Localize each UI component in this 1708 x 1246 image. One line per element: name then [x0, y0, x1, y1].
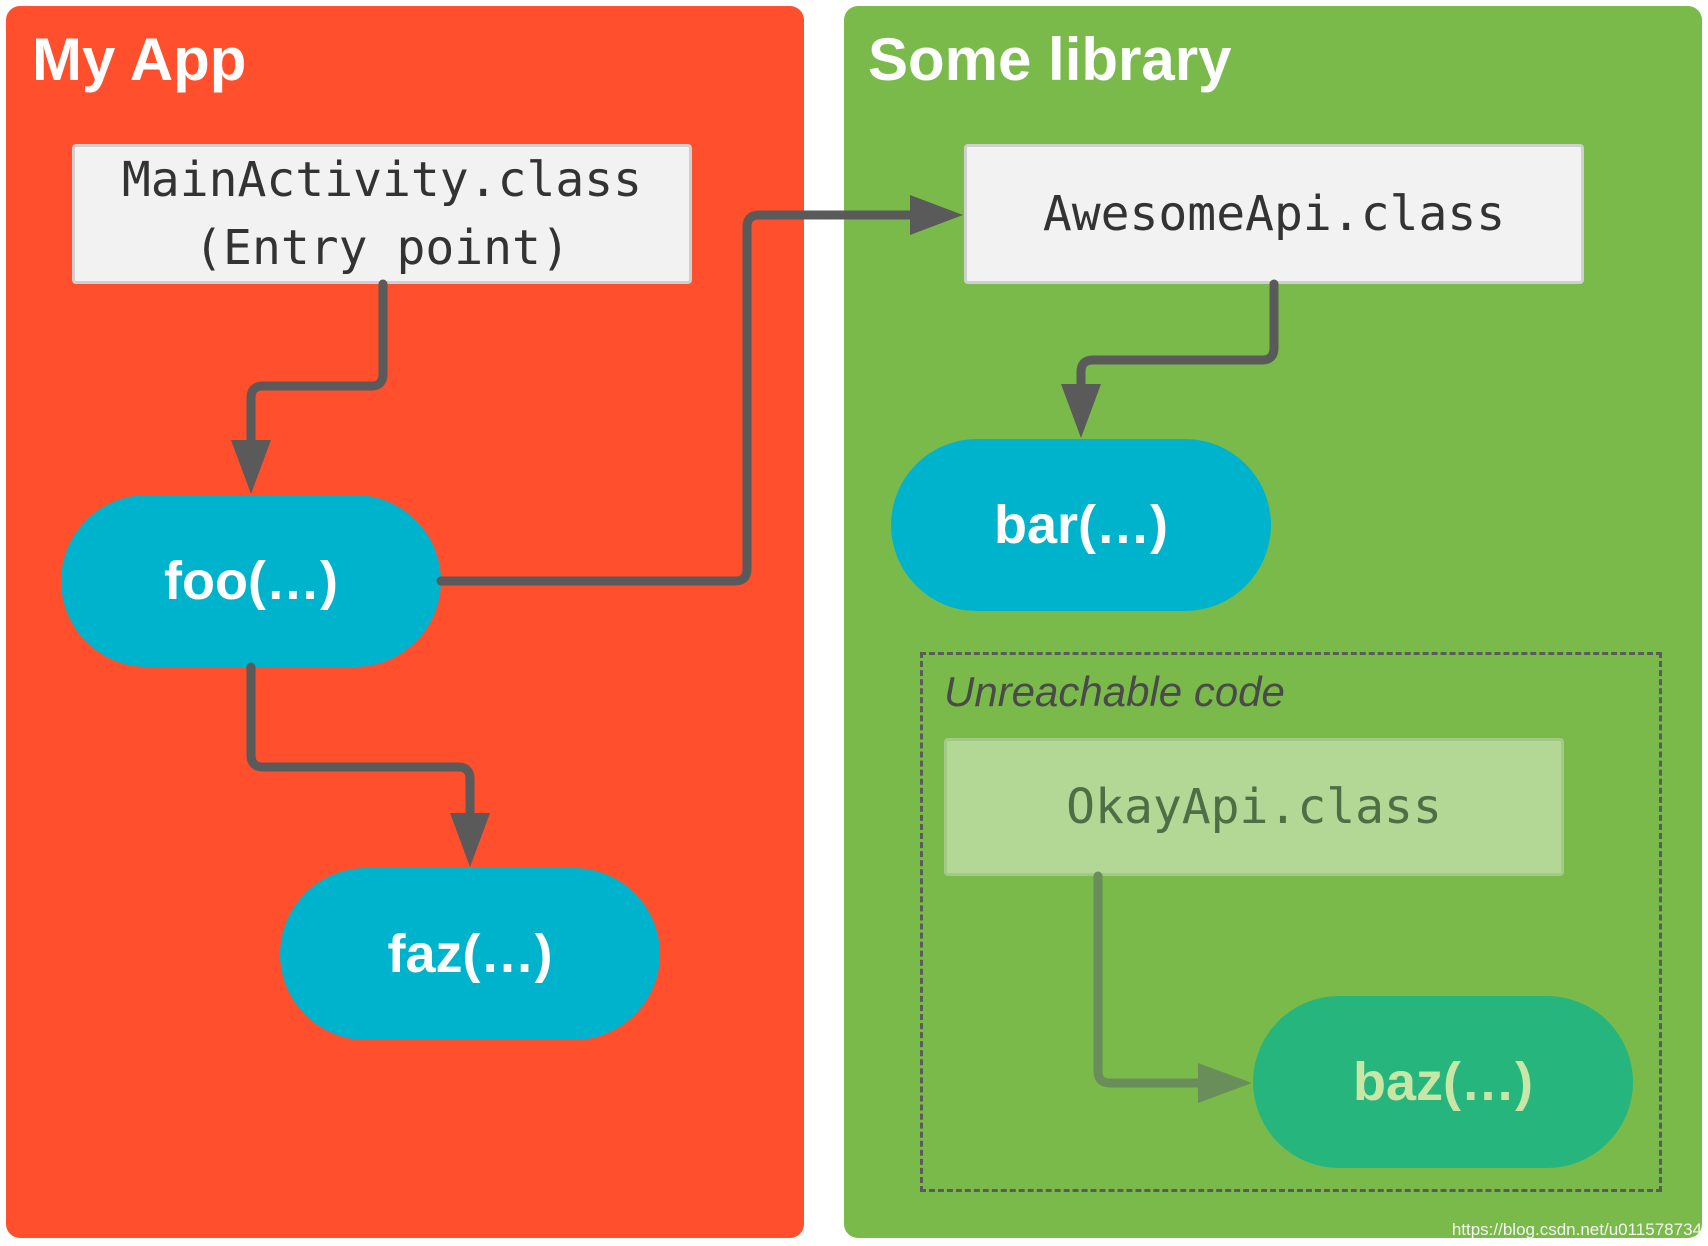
arrowhead-baz [1198, 1063, 1252, 1103]
unreachable-code-label: Unreachable code [944, 668, 1285, 715]
bar-method-node: bar(…) [891, 439, 1271, 611]
baz-method-node: baz(…) [1253, 996, 1633, 1168]
awesome-api-class-name: AwesomeApi.class [1042, 186, 1506, 242]
main-activity-class-name: MainActivity.class [121, 152, 643, 208]
foo-method-node: foo(…) [61, 495, 441, 667]
foo-method-label: foo(…) [164, 551, 338, 611]
arrow-foo-to-awesome-api [436, 210, 917, 586]
unreachable-code-region [920, 652, 1662, 1192]
my-app-title: My App [32, 26, 247, 93]
arrow-main-activity-to-foo [246, 279, 388, 445]
arrow-okay-api-to-baz [1093, 871, 1203, 1088]
arrow-foo-to-faz [246, 662, 475, 818]
baz-method-label: baz(…) [1353, 1052, 1533, 1112]
main-activity-class-box: MainActivity.class (Entry point) [72, 144, 692, 284]
bar-method-label: bar(…) [994, 495, 1168, 555]
arrow-awesome-api-to-bar [1076, 279, 1279, 389]
some-library-title: Some library [868, 26, 1232, 93]
watermark: https://blog.csdn.net/u011578734 [1451, 1220, 1702, 1239]
arrowhead-foo [231, 440, 271, 494]
arrowhead-bar [1061, 384, 1101, 438]
entry-point-label: (Entry point) [194, 220, 570, 276]
faz-method-label: faz(…) [387, 924, 553, 984]
okay-api-class-box: OkayApi.class [944, 738, 1564, 876]
okay-api-class-name: OkayApi.class [1066, 779, 1442, 835]
arrowhead-faz [450, 813, 490, 867]
faz-method-node: faz(…) [280, 868, 660, 1040]
arrowhead-awesome-api [910, 195, 963, 235]
